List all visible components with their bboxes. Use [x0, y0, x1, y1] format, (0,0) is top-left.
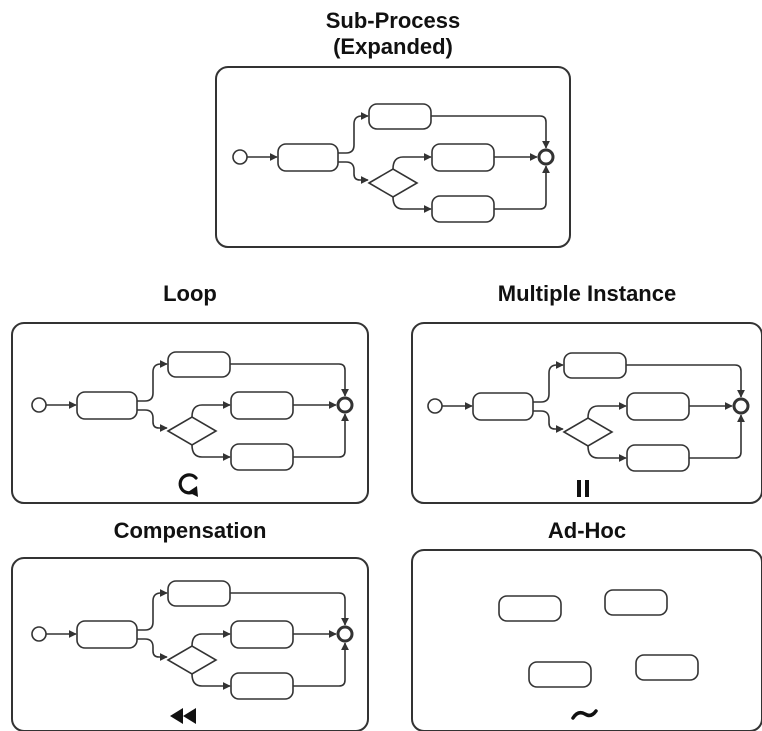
subprocess-expanded-box — [215, 66, 571, 248]
adhoc-task-4 — [635, 654, 699, 681]
title-adhoc: Ad-Hoc — [547, 518, 627, 543]
adhoc-task-1 — [498, 595, 562, 622]
title-loop: Loop — [163, 281, 217, 306]
loop-arrow-icon — [178, 473, 198, 497]
tilde-icon — [571, 709, 598, 720]
title-subprocess-line2: (Expanded) — [333, 34, 453, 59]
title-subprocess: Sub-Process (Expanded) — [216, 8, 570, 60]
loop-box — [11, 322, 369, 504]
multiple-instance-box — [411, 322, 762, 504]
rewind-icon — [170, 708, 196, 724]
parallel-bars-icon — [577, 480, 589, 497]
title-multiple-instance: Multiple Instance — [497, 281, 677, 306]
title-compensation: Compensation — [113, 518, 267, 543]
adhoc-task-2 — [604, 589, 668, 616]
title-subprocess-line1: Sub-Process — [325, 8, 461, 33]
adhoc-task-3 — [528, 661, 592, 688]
adhoc-box — [411, 549, 762, 731]
compensation-box — [11, 557, 369, 731]
